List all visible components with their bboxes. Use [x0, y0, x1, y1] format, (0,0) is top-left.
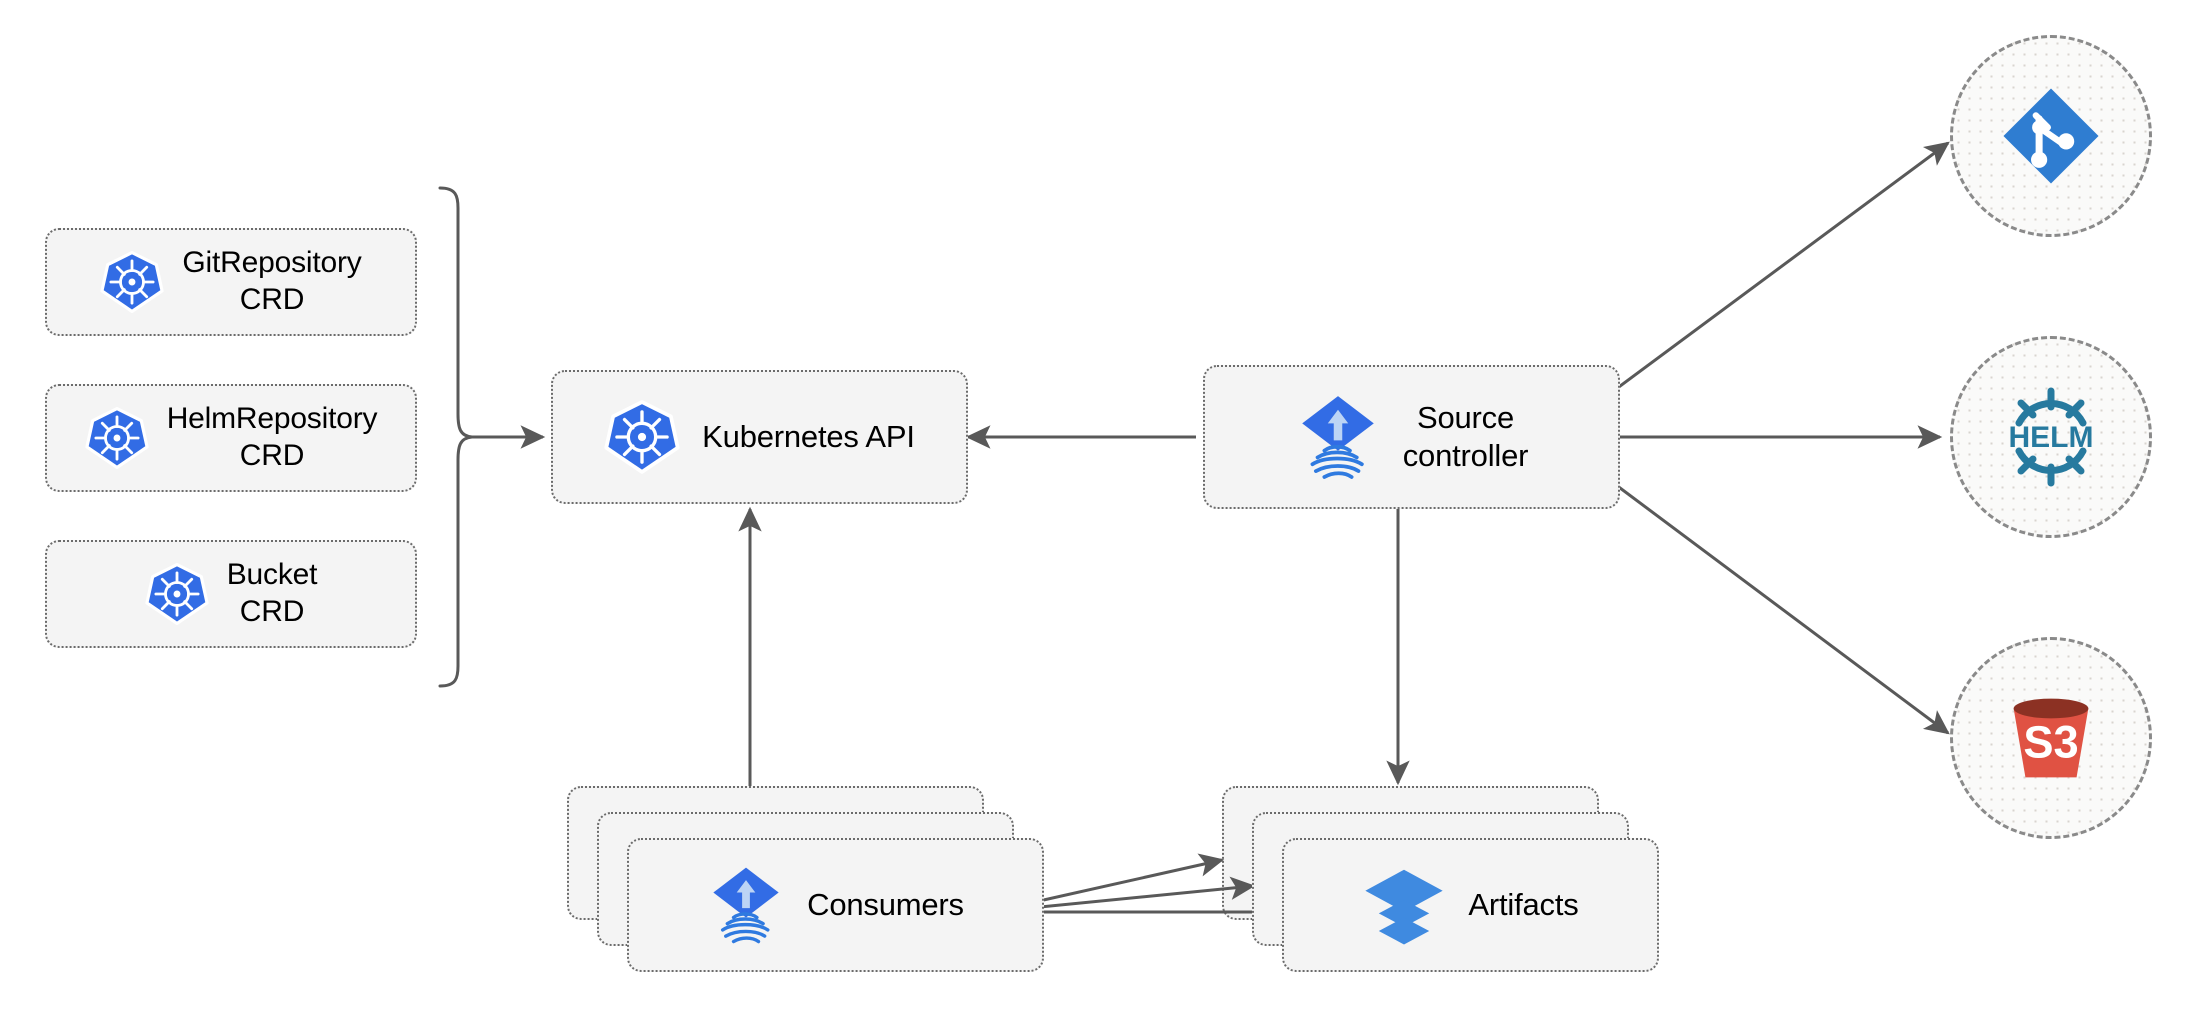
- kubernetes-icon: [145, 562, 209, 626]
- edge-sourcecontroller-to-s3: [1607, 477, 1950, 735]
- node-label: Artifacts: [1468, 887, 1579, 923]
- node-label: Source controller: [1402, 400, 1529, 473]
- crd-group-brace: [438, 186, 473, 688]
- node-consumers[interactable]: Consumers: [627, 838, 1044, 972]
- node-source-controller[interactable]: Source controller: [1203, 365, 1620, 509]
- git-icon: [1997, 82, 2105, 190]
- node-label: GitRepository CRD: [182, 246, 362, 316]
- kubernetes-icon: [604, 399, 680, 475]
- edge-sourcecontroller-to-git: [1607, 141, 1950, 397]
- external-source-s3[interactable]: S3: [1950, 637, 2152, 839]
- node-kubernetes-api[interactable]: Kubernetes API: [551, 370, 968, 504]
- svg-text:HELM: HELM: [2009, 421, 2094, 454]
- external-source-helm[interactable]: HELM: [1950, 336, 2152, 538]
- node-label: Bucket CRD: [226, 558, 318, 628]
- helm-icon: HELM: [1991, 377, 2111, 497]
- node-label: HelmRepository CRD: [166, 402, 378, 472]
- node-gitrepository-crd[interactable]: GitRepository CRD: [45, 228, 417, 336]
- svg-text:S3: S3: [2023, 717, 2078, 768]
- node-helmrepository-crd[interactable]: HelmRepository CRD: [45, 384, 417, 492]
- external-source-git[interactable]: [1950, 35, 2152, 237]
- node-bucket-crd[interactable]: Bucket CRD: [45, 540, 417, 648]
- s3-bucket-icon: S3: [1992, 679, 2110, 797]
- flux-icon: [707, 863, 785, 947]
- flux-icon: [1295, 391, 1381, 483]
- kubernetes-icon: [100, 250, 165, 314]
- kubernetes-icon: [85, 406, 149, 470]
- layers-icon: [1362, 863, 1446, 947]
- node-label: Consumers: [807, 887, 964, 923]
- node-artifacts[interactable]: Artifacts: [1282, 838, 1659, 972]
- node-label: Kubernetes API: [702, 419, 915, 455]
